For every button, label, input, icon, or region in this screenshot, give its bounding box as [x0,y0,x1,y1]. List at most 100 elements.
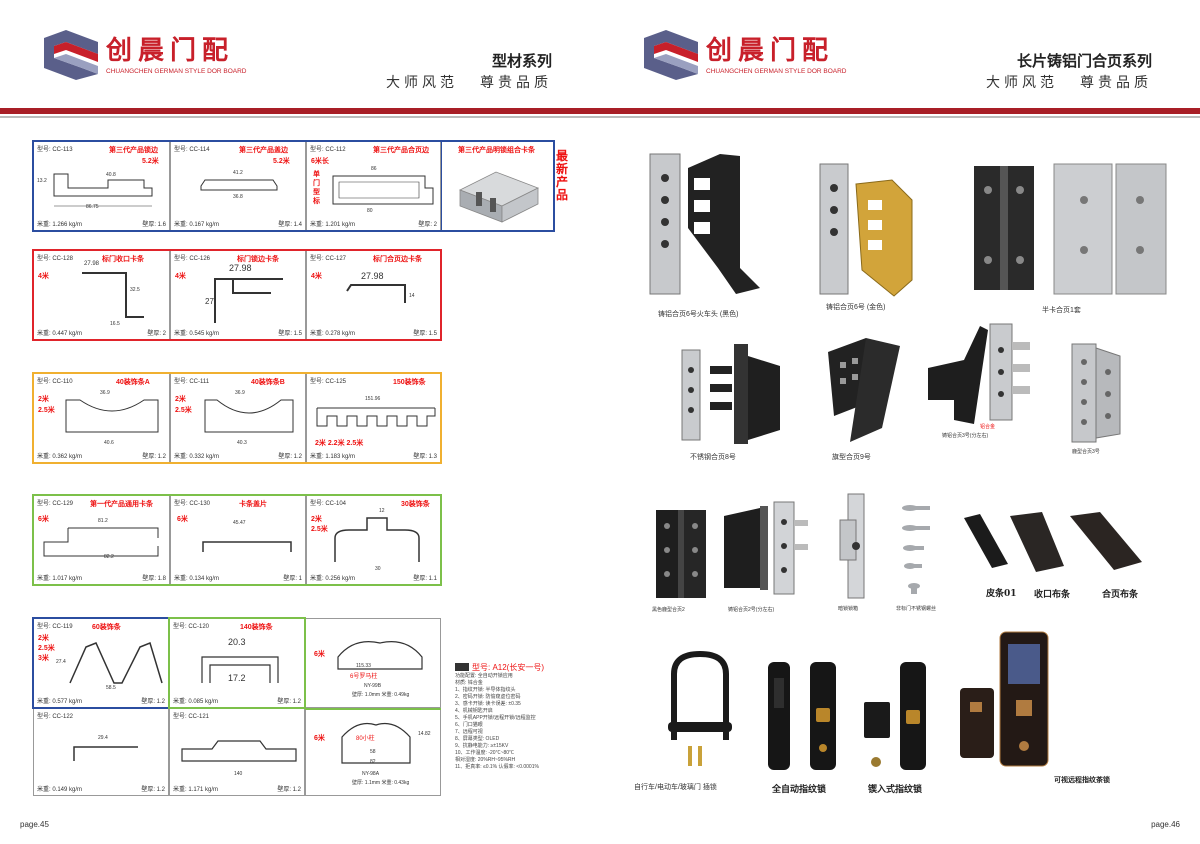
length-note: 4米 [38,273,49,280]
profile-card-cc130: 型号: CC-130 卡条盖片 6米 45.47 米重: 0.134 kg/m … [170,495,306,585]
wall-thickness: 壁厚: 1.2 [141,787,165,793]
model-number: 型号: CC-111 [174,379,210,385]
profile-card-cc120: 型号: CC-120 140装饰条 20.3 17.2 米重: 0.085 kg… [169,618,305,708]
profile-drawing [316,407,436,427]
profile-card-cc126: 型号: CC-126 标门锁边卡条 4米 27.98 27 米重: 0.545 … [170,250,306,340]
spec-line: 11、拒真率: ≤0.1% 认假率: <0.0001% [455,764,539,770]
length-note: 6米 [177,516,188,523]
profile-label: 6号罗马柱 [350,674,378,680]
logo-mark-icon [44,30,98,80]
profile-title: 卡条盖片 [239,501,267,508]
cast-hinge-3-photo [928,323,1030,424]
dimension-label: 27 [205,297,214,306]
length-note-2: 2.5米 [311,526,328,533]
model-number: 型号: CC-112 [310,147,346,153]
wall-thickness: 壁厚: 1.5 [278,331,302,337]
spec-line: 相对湿度: 20%RH~95%RH [455,757,516,763]
product-caption: 铸铝合页2号(分左右) [728,607,775,613]
length-note: 5.2米 [273,158,290,165]
spec-model: 型号: A12(长安一号) [472,662,545,672]
product-caption: 可视远程指纹茶锁 [1054,775,1110,784]
model-number: 型号: CC-119 [37,624,73,630]
screws-photo [902,505,930,594]
dimension-label: 82.2 [104,554,114,560]
product-caption: 自行车/电动车/玻璃门 插锁 [634,784,717,791]
dimension-label: 81.2 [98,518,108,524]
profile-drawing [332,175,434,205]
door-strips-photo [964,512,1142,572]
model-number: 型号: CC-104 [310,501,347,507]
profile-card-cc110: 型号: CC-110 40装饰条A 2米 2.5米 36.9 40.6 米重: … [33,373,170,463]
wall-thickness: 壁厚: 1.2 [277,699,301,705]
unit-weight: 米重: 0.167 kg/m [174,222,220,228]
dimension-label: 12 [379,508,385,514]
profile-title: 第三代产品盖边 [239,147,288,154]
unit-weight: 米重: 0.256 kg/m [310,576,356,582]
deer-hinge-3-photo [1071,343,1121,443]
flag-hinge-9-photo [828,338,900,442]
dimension-label: 40.8 [106,172,116,178]
profile-title: 标门收口卡条 [102,256,144,263]
profile-card-ny98a: 6米 80小柱 58 82 14.82 NY-98A 壁厚: 1.1mm 米重:… [305,708,441,796]
spec-line: 4、机械钥匙开启 [455,708,493,714]
profile-drawing [201,656,279,683]
product-caption: 铸铝合页6号 (金色) [826,304,886,311]
profile-model: NY-99B [364,683,382,689]
profile-card-cc113: 型号: CC-113 第三代产品锁边 5.2米 40.8 86.75 13.2 … [33,141,170,231]
slogan: 大师风范尊贵品质 [986,72,1152,92]
wall-thickness: 壁厚: 1.2 [142,454,166,460]
length-note: 4米 [175,273,186,280]
slogan: 大师风范 尊贵品质 [386,72,552,92]
video-fingerprint-lock-photo [960,631,1049,767]
length-note: 2米 [38,396,49,403]
model-number: 型号: CC-110 [37,379,73,385]
profile-drawing [69,641,163,684]
product-caption: 半卡合页1套 [1042,307,1081,314]
profile-card-cc128: 型号: CC-128 标门收口卡条 4米 27.98 32.5 16.5 米重:… [33,250,170,340]
brand-name-en: CHUANGCHEN GERMAN STYLE DOR BOARD [706,68,847,75]
slogan-part-1: 大师风范 [986,75,1058,91]
dimension-label: 14.82 [418,731,431,737]
wall-thickness: 壁厚: 2 [418,222,437,228]
wall-thickness: 壁厚: 1.5 [413,331,437,337]
length-note: 6米 [314,651,325,658]
slogan-part-1: 大师风范 [386,75,458,91]
wall-thickness: 壁厚: 1.2 [141,699,165,705]
profile-drawing [346,284,406,303]
logo-mark-icon [644,30,698,80]
wall-thickness: 壁厚: 1.2 [277,787,301,793]
spec-line: 材质: 锌合金 [455,680,483,686]
stainless-hinge-8-photo [681,344,780,444]
profile-drawing [65,399,159,433]
profile-card-cc122: 型号: CC-122 29.4 米重: 0.149 kg/m 壁厚: 1.2 [33,708,169,796]
wall-thickness: 壁厚: 1.3 [413,454,437,460]
header-red-bar [600,108,1200,114]
profile-title: 第三代产品锁边 [109,147,158,154]
model-number: 型号: CC-130 [174,501,211,507]
profile-card-combo: 第三代产品明锁组合卡条 [441,141,554,231]
profile-spec: 壁厚: 1.1mm 米重: 0.43kg [352,780,410,786]
profile-drawing [214,278,283,323]
product-caption: 黑色鹿型合页2 [652,607,685,613]
header-gray-line [600,116,1200,118]
product-caption: 旗型合页9号 [832,454,871,461]
dimension-label: 14 [409,293,415,299]
dimension-label: 40.6 [104,440,114,446]
unit-weight: 米重: 1.183 kg/m [310,454,356,460]
dimension-label: 27.98 [84,261,100,267]
profile-drawing [181,740,297,762]
profile-drawing [202,541,292,552]
profile-drawing [337,641,423,670]
unit-weight: 米重: 1.266 kg/m [37,222,83,228]
series-title: 长片铸铝门合页系列 [1016,52,1152,70]
dimension-label: 13.2 [37,178,47,184]
slogan-part-2: 尊贵品质 [480,75,552,91]
dimension-label: 40.3 [237,440,247,446]
brand-name: 创晨门配 [706,36,835,66]
profile-title: 40装饰条A [116,379,150,386]
spec-model-bar: 型号: A12(长安一号) [455,663,575,671]
model-number: 型号: CC-126 [174,256,211,262]
header-gray-line [0,116,600,118]
profile-model: NY-98A [362,771,380,777]
model-number: 型号: CC-128 [37,256,74,262]
